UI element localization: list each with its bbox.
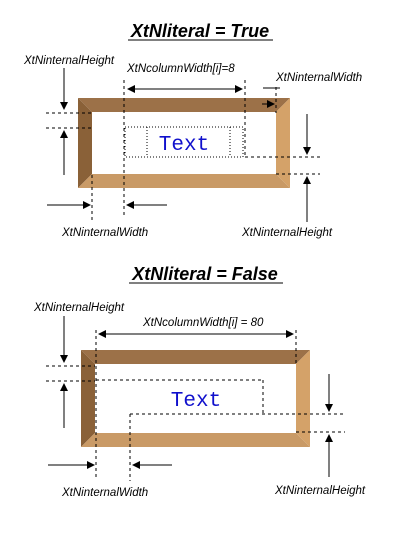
beveled-frame <box>81 350 310 447</box>
bevel-right <box>276 98 290 188</box>
label-internal-width: XtNinternalWidth <box>275 72 362 84</box>
panel-title: XtNliteral = True <box>130 21 269 41</box>
label-internal-width: XtNinternalWidth <box>61 487 148 499</box>
panel-literal-true: XtNliteral = True Text XtNinternalHeight… <box>23 21 362 239</box>
label-internal-height: XtNinternalHeight <box>23 55 115 67</box>
bevel-bottom <box>78 174 290 188</box>
panel-title: XtNliteral = False <box>131 264 278 284</box>
bevel-top <box>78 98 290 112</box>
label-column-width: XtNcolumnWidth[i]=8 <box>126 63 235 75</box>
sample-text: Text <box>159 134 209 157</box>
panel-literal-false: XtNliteral = False Text XtNinternalHeigh… <box>33 264 366 499</box>
bevel-top <box>81 350 310 364</box>
beveled-frame <box>78 98 290 188</box>
bevel-left <box>81 350 95 447</box>
text-area-outline <box>124 126 244 158</box>
label-internal-height: XtNinternalHeight <box>274 485 366 497</box>
label-internal-width: XtNinternalWidth <box>61 227 148 239</box>
sample-text: Text <box>171 390 221 413</box>
bevel-left <box>78 98 92 188</box>
bevel-right <box>296 350 310 447</box>
label-internal-height: XtNinternalHeight <box>241 227 333 239</box>
label-internal-height: XtNinternalHeight <box>33 302 125 314</box>
label-column-width: XtNcolumnWidth[i] = 80 <box>142 317 264 329</box>
bevel-bottom <box>81 433 310 447</box>
